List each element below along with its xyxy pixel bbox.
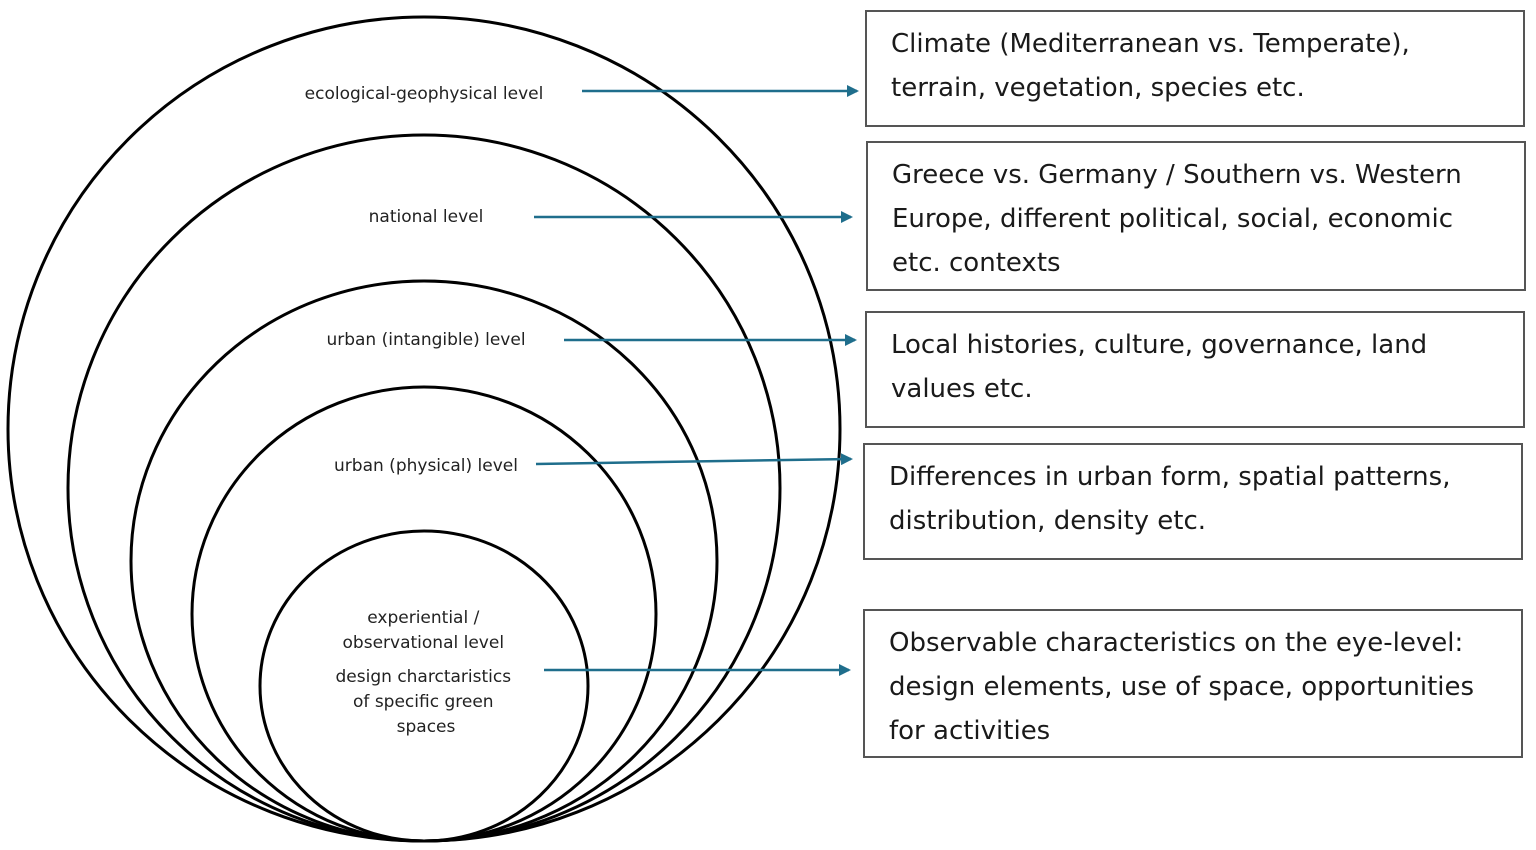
description-box-climate: Climate (Mediterranean vs. Temperate), t… xyxy=(865,10,1525,127)
description-text: Climate (Mediterranean vs. Temperate), t… xyxy=(891,29,1410,103)
description-box-national-context: Greece vs. Germany / Southern vs. Wester… xyxy=(866,141,1526,291)
label-line: urban (intangible) level xyxy=(326,330,525,350)
label-line: design charctaristics xyxy=(336,667,512,687)
label-line: urban (physical) level xyxy=(334,456,518,476)
label-urban-physical-level: urban (physical) level xyxy=(334,456,518,476)
description-text: Observable characteristics on the eye-le… xyxy=(889,628,1475,746)
description-text: Local histories, culture, governance, la… xyxy=(891,330,1428,404)
description-text: Greece vs. Germany / Southern vs. Wester… xyxy=(892,160,1462,278)
label-line: of specific green xyxy=(353,692,494,712)
description-text: Differences in urban form, spatial patte… xyxy=(889,462,1451,536)
label-ecological-geophysical-level: ecological-geophysical level xyxy=(305,84,544,104)
circle-urban-intangible xyxy=(129,279,719,843)
label-line: observational level xyxy=(343,633,505,653)
label-line: ecological-geophysical level xyxy=(305,84,544,104)
arrow-physical-to-urban-form xyxy=(535,453,853,466)
label-line: experiential / xyxy=(367,608,479,628)
circle-experiential xyxy=(258,529,590,843)
description-box-observable-characteristics: Observable characteristics on the eye-le… xyxy=(863,609,1523,758)
label-line: spaces xyxy=(397,717,456,737)
description-box-local-histories: Local histories, culture, governance, la… xyxy=(865,311,1525,428)
label-national-level: national level xyxy=(369,207,484,227)
label-urban-intangible-level: urban (intangible) level xyxy=(326,330,525,350)
label-line: national level xyxy=(369,207,484,227)
description-box-urban-form: Differences in urban form, spatial patte… xyxy=(863,443,1523,560)
label-experiential-observational-level: experiential / observational level desig… xyxy=(336,608,517,737)
